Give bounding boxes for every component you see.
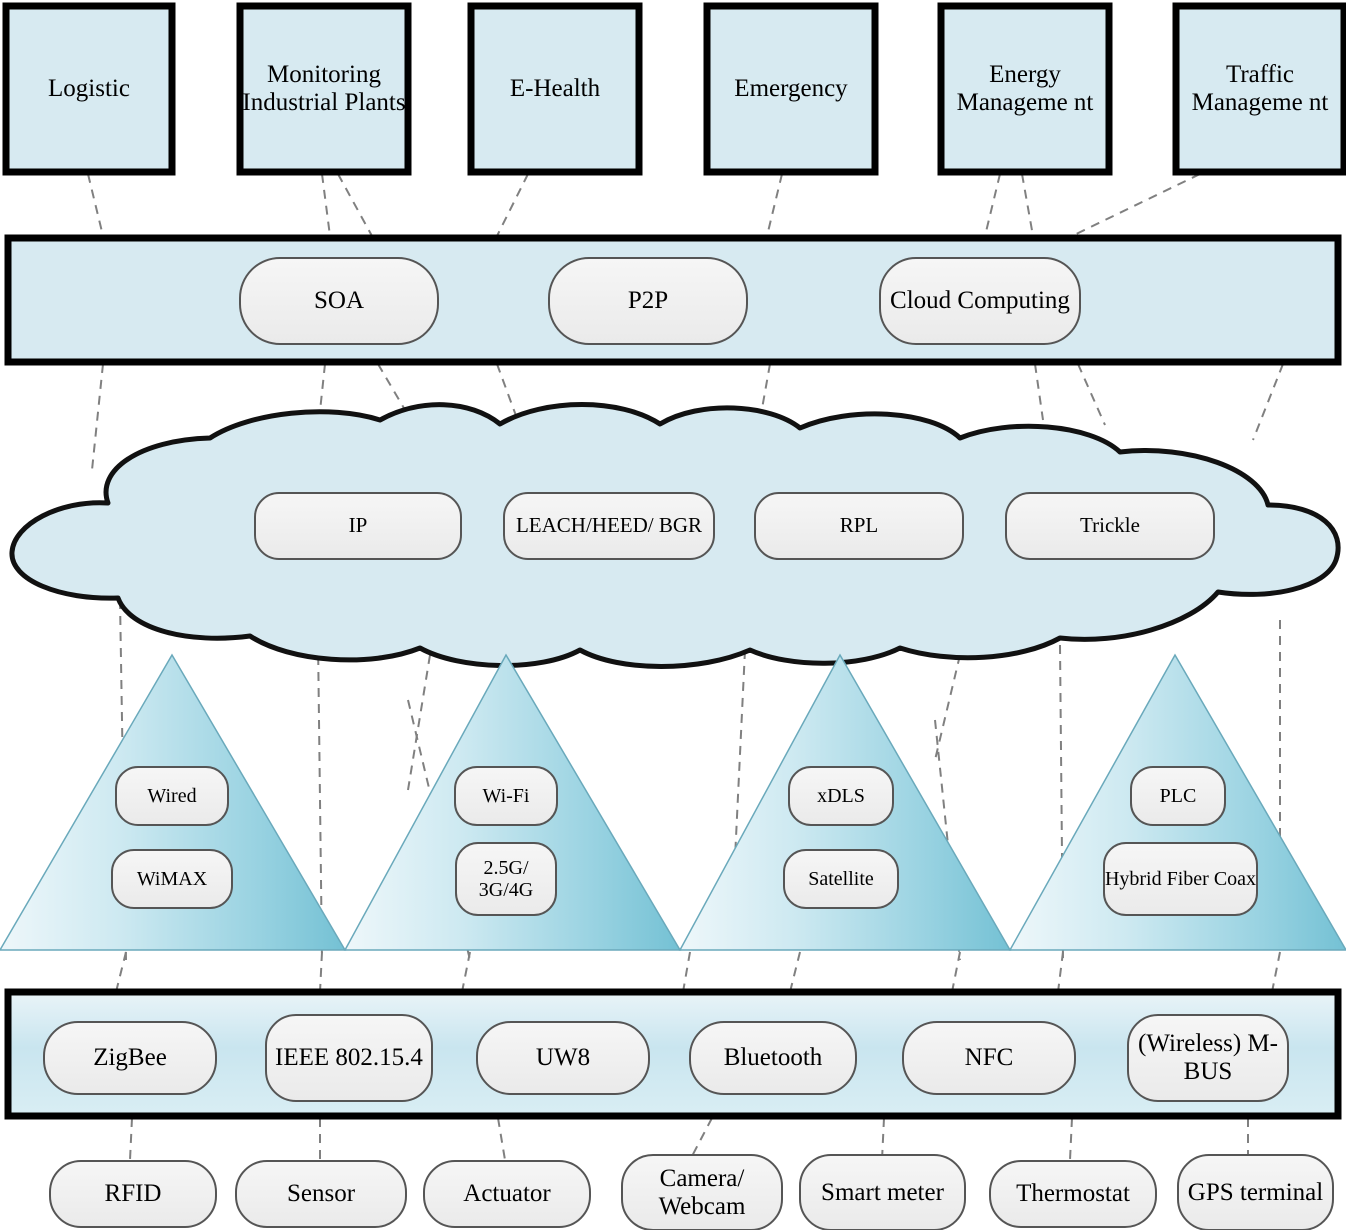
access-pill-0-0[interactable]: [115, 766, 229, 826]
access-label-wimax: WiMAX: [136, 867, 208, 890]
connector-lines-app-to-middleware: [87, 173, 1201, 237]
middleware-pill-1[interactable]: [548, 257, 748, 345]
phy-label-zigbee: ZigBee: [93, 1044, 167, 1071]
device-label-rfid: RFID: [104, 1180, 162, 1207]
device-label-actuator: Actuator: [463, 1180, 551, 1207]
phy-pill-2[interactable]: [476, 1021, 650, 1095]
access-label-satellite: Satellite: [808, 867, 874, 890]
phy-label-uw8: UW8: [535, 1044, 591, 1071]
access-label-xdls: xDLS: [817, 784, 865, 807]
network-cloud[interactable]: [9, 402, 1341, 669]
phy-pill-1[interactable]: [265, 1014, 433, 1102]
network-label-leach-heed-bgr: LEACH/HEED/ BGR: [515, 513, 703, 538]
network-pill-3[interactable]: [1005, 492, 1215, 560]
device-pill-0[interactable]: [49, 1160, 217, 1228]
phy-label-wireless-m-bus: (Wireless) M-BUS: [1138, 1030, 1278, 1085]
app-box-0[interactable]: [2, 2, 176, 176]
device-pill-6[interactable]: [1177, 1154, 1334, 1230]
access-label-hybrid-fiber-coax: Hybrid Fiber Coax: [1104, 867, 1257, 890]
app-box-label-emergency: Emergency: [734, 75, 848, 102]
device-label-camera-webcam: Camera/ Webcam: [658, 1164, 746, 1220]
phy-label-bluetooth: Bluetooth: [723, 1044, 823, 1071]
application-boxes: [2, 2, 1346, 176]
device-label-smart-meter: Smart meter: [821, 1178, 944, 1206]
network-label-ip: IP: [348, 513, 368, 538]
phy-pill-4[interactable]: [902, 1021, 1076, 1095]
app-box-5[interactable]: [1172, 2, 1346, 176]
access-pill-2-0[interactable]: [788, 766, 894, 826]
phy-mac-bar-rect[interactable]: [4, 988, 1342, 1120]
access-triangles: [0, 653, 1346, 951]
app-box-label-energy-management: Energy Manageme nt: [956, 61, 1094, 116]
app-box-label-logistic: Logistic: [48, 75, 130, 102]
network-pill-0[interactable]: [254, 492, 462, 560]
access-pill-1-0[interactable]: [454, 766, 558, 826]
middleware-label-soa: SOA: [313, 287, 364, 314]
connector-lines-phy-to-devices: [129, 1117, 1249, 1161]
middleware-pill-0[interactable]: [239, 257, 439, 345]
device-label-thermostat: Thermostat: [1016, 1180, 1130, 1207]
access-pill-3-1[interactable]: [1103, 842, 1258, 916]
app-box-label-monitoring-industrial-plants: Monitoring Industrial Plants: [242, 61, 406, 116]
phy-mac-bar: [4, 988, 1342, 1120]
access-label-wired: Wired: [147, 784, 197, 807]
access-pill-1-1[interactable]: [455, 842, 557, 916]
device-pill-1[interactable]: [235, 1160, 407, 1228]
phy-pill-0[interactable]: [43, 1021, 217, 1095]
network-label-trickle: Trickle: [1080, 513, 1140, 538]
app-box-label-e-health: E-Health: [509, 75, 601, 102]
device-pill-4[interactable]: [799, 1154, 966, 1230]
access-pill-0-1[interactable]: [111, 849, 233, 909]
phy-pill-3[interactable]: [689, 1021, 857, 1095]
device-pills: [49, 1154, 1334, 1230]
app-box-1[interactable]: [236, 2, 412, 176]
access-label-plc: PLC: [1159, 784, 1197, 807]
connector-lines-access-to-phy: [115, 951, 1281, 993]
device-label-gps-terminal: GPS terminal: [1187, 1178, 1324, 1206]
network-label-rpl: RPL: [839, 513, 879, 538]
access-pill-3-0[interactable]: [1130, 766, 1226, 826]
phy-pill-5[interactable]: [1127, 1014, 1289, 1102]
device-pill-3[interactable]: [621, 1154, 783, 1230]
network-pill-1[interactable]: [503, 492, 715, 560]
access-pill-2-1[interactable]: [783, 849, 899, 909]
app-box-2[interactable]: [467, 2, 643, 176]
app-box-4[interactable]: [937, 2, 1113, 176]
middleware-label-cloud-computing: Cloud Computing: [890, 287, 1070, 314]
device-pill-5[interactable]: [989, 1160, 1157, 1228]
device-pill-2[interactable]: [423, 1160, 591, 1228]
phy-label-ieee-802-15-4: IEEE 802.15.4: [275, 1044, 423, 1071]
middleware-label-p2p: P2P: [627, 287, 669, 314]
network-pill-2[interactable]: [754, 492, 964, 560]
access-label-wifi: Wi-Fi: [482, 784, 530, 807]
device-label-sensor: Sensor: [286, 1180, 356, 1207]
middleware-pill-2[interactable]: [879, 257, 1081, 345]
app-box-3[interactable]: [703, 2, 879, 176]
phy-label-nfc: NFC: [964, 1044, 1014, 1071]
access-label-2-5g-3g-4g: 2.5G/ 3G/4G: [478, 856, 534, 901]
middleware-bar: [4, 234, 1342, 366]
app-box-label-traffic-management: Traffic Manageme nt: [1191, 61, 1329, 116]
